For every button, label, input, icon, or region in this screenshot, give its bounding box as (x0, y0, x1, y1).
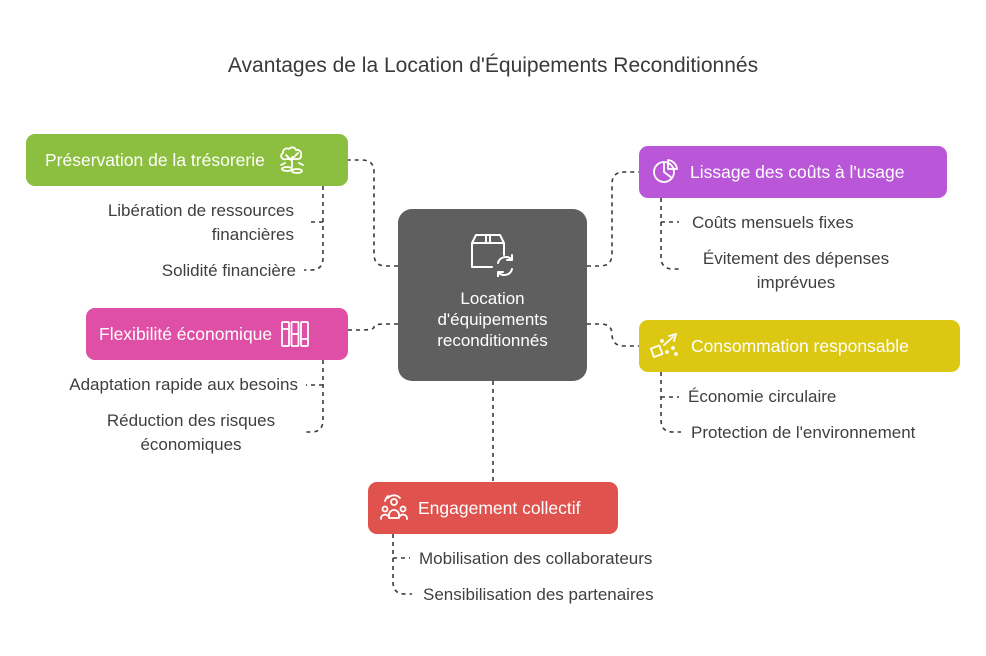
item-reduction: Réduction des risques économiques (60, 409, 322, 457)
columns-icon (280, 320, 310, 348)
node-engagement[interactable]: Engagement collectif (368, 482, 618, 534)
item-evitement-line1: Évitement des dépenses (702, 249, 890, 268)
connector-consommation (587, 323, 639, 347)
center-label-line1: Location (460, 289, 525, 308)
connector-engagement-items (392, 534, 412, 595)
item-economie-circulaire: Économie circulaire (688, 387, 837, 406)
item-solidite: Solidité financière (161, 261, 296, 280)
center-label-line2: d'équipements (437, 310, 548, 329)
money-tree-icon (277, 145, 307, 175)
item-evitement: Évitement des dépenses imprévues (686, 247, 906, 295)
item-reduction-line1: Réduction des risques (106, 411, 276, 430)
item-adaptation: Adaptation rapide aux besoins (69, 375, 298, 394)
item-reduction-line2: économiques (140, 435, 242, 454)
node-consommation-label: Consommation responsable (691, 335, 909, 356)
connector-lissage-items (660, 198, 681, 270)
center-node[interactable]: Location d'équipements reconditionnés (398, 209, 587, 381)
item-evitement-line2: imprévues (756, 273, 836, 292)
sparkle-box-icon (649, 332, 681, 360)
connector-tresorerie-items (304, 186, 324, 271)
node-flexibilite[interactable]: Flexibilité économique (86, 308, 348, 360)
node-consommation[interactable]: Consommation responsable (639, 320, 960, 372)
node-flexibilite-label: Flexibilité économique (99, 323, 273, 344)
connector-flexibilite-items (304, 360, 324, 433)
item-mobilisation: Mobilisation des collaborateurs (419, 549, 653, 568)
node-lissage[interactable]: Lissage des coûts à l'usage (639, 146, 947, 198)
node-tresorerie[interactable]: Préservation de la trésorerie (26, 134, 348, 186)
connector-consommation-items (660, 372, 681, 433)
item-liberation: Libération de ressources financières (40, 199, 294, 247)
connector-lissage (587, 171, 639, 267)
node-tresorerie-label: Préservation de la trésorerie (45, 149, 265, 170)
pie-chart-icon (651, 158, 679, 186)
item-protection: Protection de l'environnement (691, 423, 916, 442)
node-engagement-label: Engagement collectif (418, 497, 581, 518)
connector-tresorerie (348, 159, 398, 267)
team-icon (379, 493, 409, 523)
item-sensibilisation: Sensibilisation des partenaires (423, 585, 654, 604)
item-couts-mensuels: Coûts mensuels fixes (692, 213, 854, 232)
diagram-title: Avantages de la Location d'Équipements R… (227, 54, 759, 77)
box-recycle-icon (470, 231, 516, 282)
item-liberation-line2: financières (211, 225, 294, 244)
node-lissage-label: Lissage des coûts à l'usage (690, 161, 905, 182)
connector-flexibilite (348, 323, 398, 331)
center-label-line3: reconditionnés (437, 331, 548, 350)
item-liberation-line1: Libération de ressources (107, 201, 294, 220)
